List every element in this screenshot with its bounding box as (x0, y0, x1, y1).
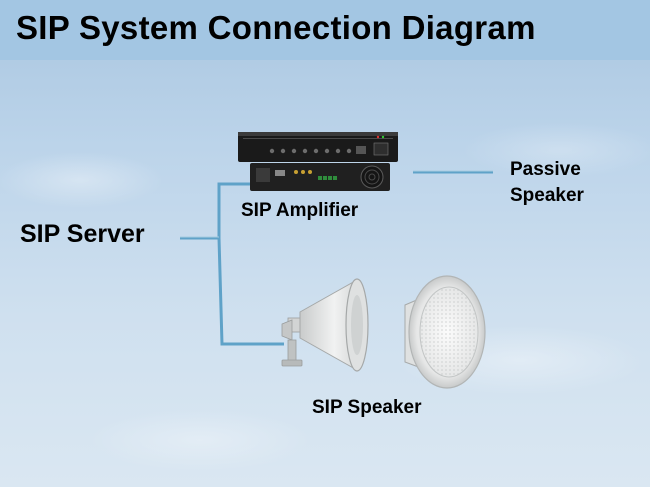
amplifier-front-panel (238, 132, 398, 162)
sip-server-label: SIP Server (20, 220, 145, 248)
sky-background (0, 60, 650, 487)
page-title: SIP System Connection Diagram (16, 9, 536, 46)
amplifier-fan (360, 165, 384, 189)
ceiling-speaker-device (404, 275, 486, 389)
title-bar: SIP System Connection Diagram (0, 0, 650, 60)
horn-speaker-device (281, 278, 369, 372)
connector-lines (180, 170, 493, 346)
passive-speaker-label: Passive Speaker (510, 157, 584, 209)
server-to-amplifier-line (180, 182, 255, 240)
amplifier-knobs (269, 148, 352, 154)
sip-amplifier-label: SIP Amplifier (241, 200, 359, 221)
sip-speaker-label: SIP Speaker (312, 397, 422, 418)
server-to-speaker-line (217, 237, 284, 346)
sip-amplifier-device (238, 132, 398, 191)
passive-speaker-label-line2: Speaker (510, 185, 584, 206)
passive-speaker-label-line1: Passive (510, 159, 581, 180)
